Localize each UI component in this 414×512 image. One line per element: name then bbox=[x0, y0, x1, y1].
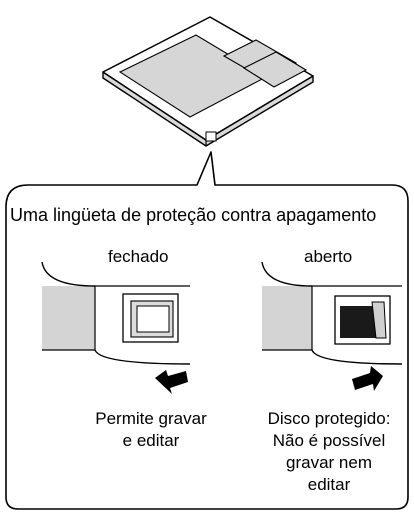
closed-label: fechado bbox=[108, 247, 169, 266]
tab-closed-illustration bbox=[41, 261, 191, 365]
open-caption-line: gravar nem bbox=[286, 453, 372, 472]
closed-caption-line: e editar bbox=[122, 431, 180, 450]
open-caption-line: editar bbox=[307, 475, 351, 494]
arrow-right-icon bbox=[352, 366, 383, 391]
closed-caption-line: Permite gravar bbox=[95, 409, 207, 428]
open-caption: Disco protegido: Não é possível gravar n… bbox=[252, 408, 406, 496]
tab-open-illustration bbox=[261, 261, 403, 365]
arrow-left-icon bbox=[155, 370, 188, 394]
heading-text: Uma lingüeta de proteção contra apagamen… bbox=[10, 205, 377, 225]
open-caption-line: Não é possível bbox=[272, 431, 386, 450]
closed-caption: Permite gravar e editar bbox=[76, 408, 226, 452]
open-label: aberto bbox=[304, 247, 353, 266]
minidisc-cartridge bbox=[102, 16, 314, 147]
callout-bubble bbox=[5, 151, 409, 510]
open-caption-line: Disco protegido: bbox=[267, 409, 391, 428]
